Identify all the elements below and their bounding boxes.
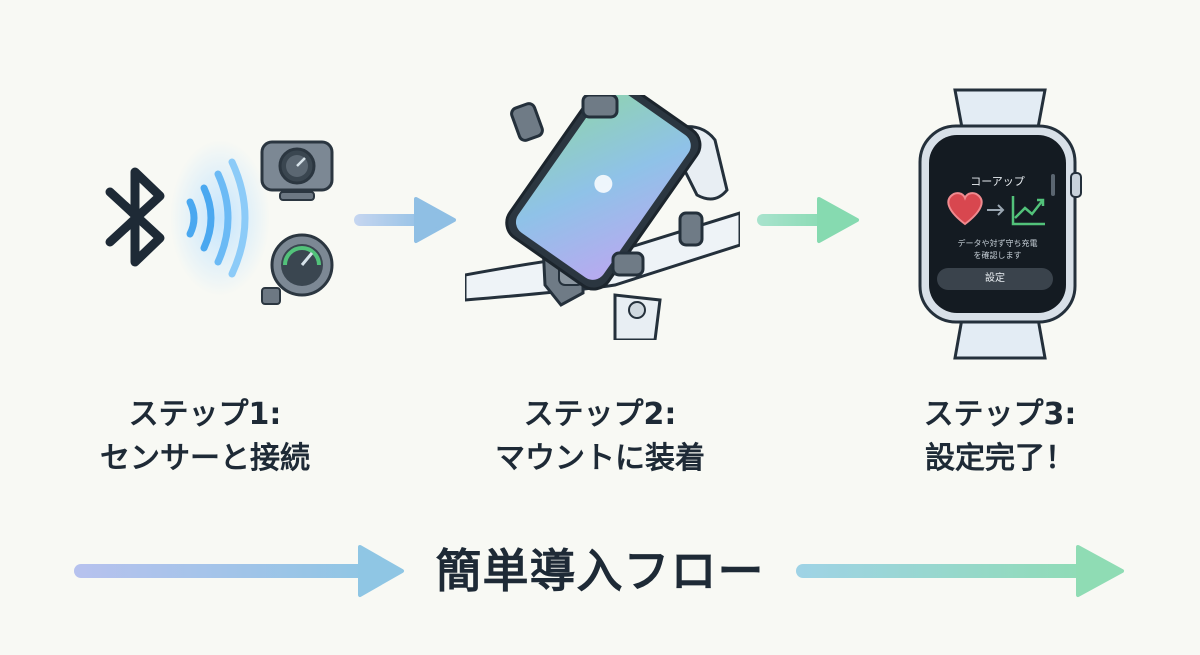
flow-arrow-left [74,545,404,597]
bluetooth-icon [105,167,165,267]
watch-app-title: コーアップ [970,175,1025,188]
watch-settings-button[interactable]: 設定 [937,268,1053,290]
step-1-label: ステップ1: センサーと接続 [55,393,355,481]
cadence-sensor-icon [261,233,334,305]
step-2-label: ステップ2: マウントに装着 [450,393,750,481]
step-3-label: ステップ3: 設定完了！ [850,393,1150,481]
step-3-title: ステップ3: [923,397,1077,432]
flow-title: 簡単導入フロー [435,544,765,598]
watch-message-line2: を確認します [973,251,1022,260]
watch-message-line1: データや対ず守ち充電 [957,239,1038,248]
smartwatch-illustration: コーアップ データや対ず守ち充電 を確認します 設定 [915,88,1085,363]
speed-sensor-icon [260,140,334,201]
step-3-description: 設定完了！ [925,441,1075,476]
flow-arrow-right [796,545,1124,597]
phone-mount-illustration [465,95,740,340]
watch-body [918,88,1082,360]
bluetooth-sensors-illustration [105,140,334,305]
step-1-description: センサーと接続 [100,441,310,476]
step-1-title: ステップ1: [128,397,282,432]
arrow-step2-to-3 [757,197,859,243]
heart-icon [947,192,983,226]
trend-chart-icon [1011,196,1045,226]
step-2-description: マウントに装着 [495,441,705,476]
arrow-step1-to-2 [354,197,456,243]
signal-waves-icon [170,140,270,296]
step-2-title: ステップ2: [523,397,677,432]
